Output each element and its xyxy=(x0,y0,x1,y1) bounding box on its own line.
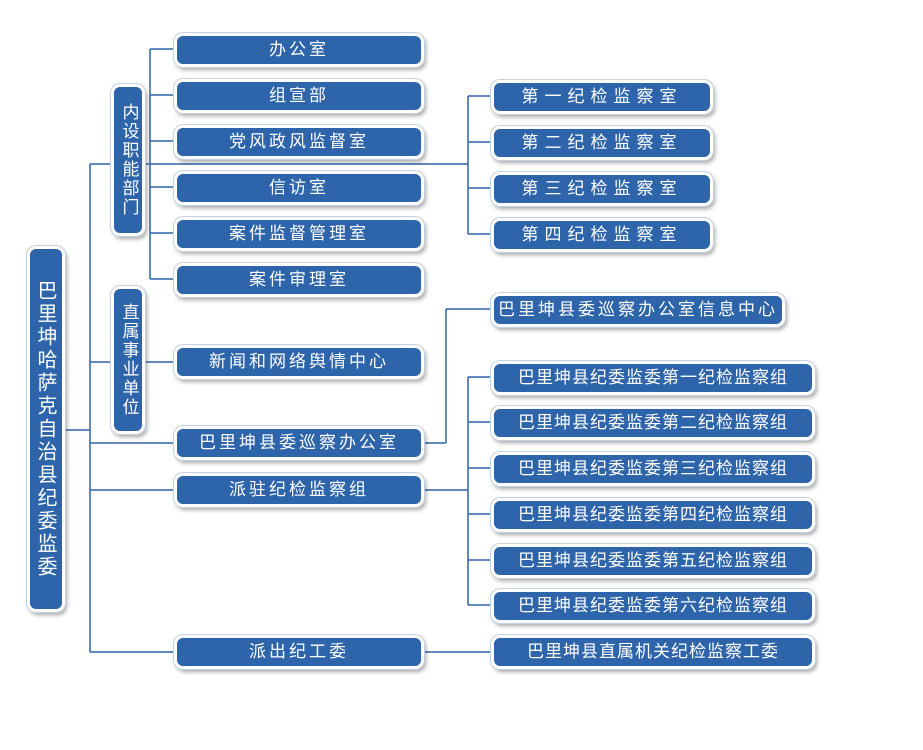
dept-case-supervision: 案件监督管理室 xyxy=(174,217,424,251)
discipline-room-3: 第三纪检监察室 xyxy=(491,172,713,206)
dispatched-group-3: 巴里坤县纪委监委第三纪检监察组 xyxy=(491,452,815,486)
dispatched-group-6: 巴里坤县纪委监委第六纪检监察组 xyxy=(491,589,815,623)
inspection-office: 巴里坤县委巡察办公室 xyxy=(174,426,424,460)
work-committee: 派出纪工委 xyxy=(174,635,424,669)
inspection-info-center: 巴里坤县委巡察办公室信息中心 xyxy=(491,293,785,327)
discipline-room-1: 第一纪检监察室 xyxy=(491,80,713,114)
dispatched-group-1: 巴里坤县纪委监委第一纪检监察组 xyxy=(491,361,815,395)
discipline-room-2: 第二纪检监察室 xyxy=(491,126,713,160)
dept-office: 办公室 xyxy=(174,33,424,67)
group-internal-departments: 内设职能部门 xyxy=(111,84,145,236)
dept-propaganda: 组宣部 xyxy=(174,79,424,113)
dispatched-group-5: 巴里坤县纪委监委第五纪检监察组 xyxy=(491,544,815,578)
dispatched-group-2: 巴里坤县纪委监委第二纪检监察组 xyxy=(491,406,815,440)
group-affiliated-units: 直属事业单位 xyxy=(111,286,145,434)
discipline-room-4: 第四纪检监察室 xyxy=(491,218,713,252)
dispatched-group-4: 巴里坤县纪委监委第四纪检监察组 xyxy=(491,498,815,532)
dept-petition: 信访室 xyxy=(174,171,424,205)
dept-case-review: 案件审理室 xyxy=(174,263,424,297)
dispatched-groups: 派驻纪检监察组 xyxy=(174,473,424,507)
work-committee-direct-organs: 巴里坤县直属机关纪检监察工委 xyxy=(491,635,815,669)
unit-news-opinion-center: 新闻和网络舆情中心 xyxy=(174,345,424,379)
root-node: 巴里坤哈萨克自治县纪委监委 xyxy=(27,246,65,612)
dept-conduct-supervision: 党风政风监督室 xyxy=(174,125,424,159)
